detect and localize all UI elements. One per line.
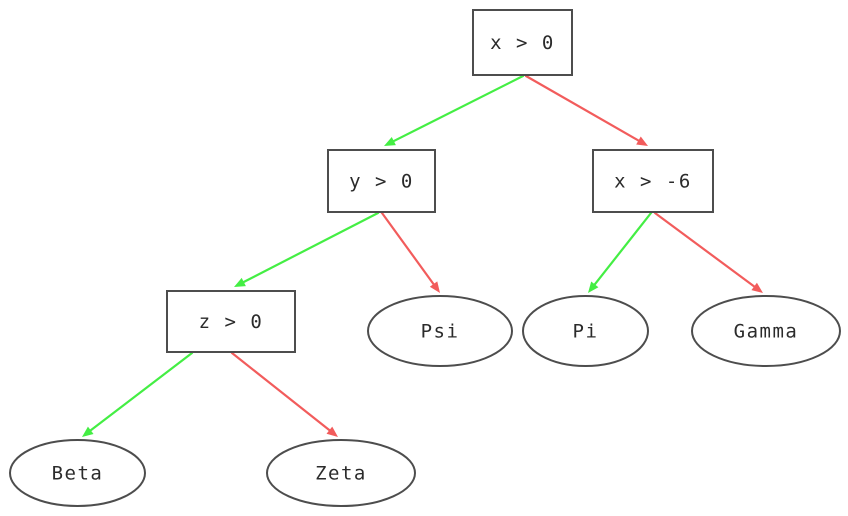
tree-edge-true bbox=[82, 351, 194, 437]
edge-arrowhead bbox=[636, 136, 648, 146]
leaf-node-ellipse[interactable] bbox=[522, 295, 649, 367]
decision-node-box[interactable] bbox=[472, 9, 573, 76]
tree-node-x_gt_neg6[interactable]: x > -6 bbox=[592, 149, 714, 213]
edge-line bbox=[88, 351, 194, 433]
edge-line bbox=[390, 74, 525, 144]
tree-edge-false bbox=[524, 74, 648, 146]
tree-node-y_gt_0[interactable]: y > 0 bbox=[327, 149, 436, 213]
leaf-node-ellipse[interactable] bbox=[9, 439, 146, 507]
decision-node-box[interactable] bbox=[327, 149, 436, 213]
edge-arrowhead bbox=[751, 282, 763, 293]
node-label: Zeta bbox=[315, 463, 367, 485]
tree-node-root[interactable]: x > 0 bbox=[472, 9, 573, 76]
node-label: x > 0 bbox=[490, 32, 555, 54]
tree-node-zeta[interactable]: Zeta bbox=[266, 439, 416, 507]
tree-node-psi[interactable]: Psi bbox=[367, 295, 513, 367]
edge-arrowhead bbox=[234, 277, 246, 287]
edge-arrowhead bbox=[429, 281, 440, 293]
node-label: Pi bbox=[573, 321, 599, 343]
tree-node-gamma[interactable]: Gamma bbox=[691, 295, 841, 367]
node-label: Gamma bbox=[734, 321, 799, 343]
tree-edge-true bbox=[384, 74, 525, 146]
node-label: z > 0 bbox=[199, 311, 264, 333]
node-label: Psi bbox=[421, 321, 460, 343]
tree-node-z_gt_0[interactable]: z > 0 bbox=[166, 290, 296, 353]
tree-edge-false bbox=[380, 211, 440, 293]
leaf-node-ellipse[interactable] bbox=[266, 439, 416, 507]
edge-line bbox=[240, 211, 380, 284]
tree-edge-true bbox=[234, 211, 380, 287]
node-label: x > -6 bbox=[614, 171, 692, 193]
tree-edge-false bbox=[230, 351, 338, 437]
edge-line bbox=[524, 74, 642, 143]
tree-edge-false bbox=[653, 211, 763, 293]
edge-arrowhead bbox=[384, 136, 396, 146]
node-label: Beta bbox=[52, 463, 104, 485]
leaf-node-ellipse[interactable] bbox=[691, 295, 841, 367]
tree-node-beta[interactable]: Beta bbox=[9, 439, 146, 507]
edge-arrowhead bbox=[588, 281, 599, 293]
leaf-node-ellipse[interactable] bbox=[367, 295, 513, 367]
decision-node-box[interactable] bbox=[592, 149, 714, 213]
decision-node-box[interactable] bbox=[166, 290, 296, 353]
edges-layer bbox=[82, 74, 763, 437]
edge-line bbox=[380, 211, 436, 287]
tree-edge-true bbox=[588, 211, 653, 293]
edge-line bbox=[230, 351, 333, 433]
edge-arrowhead bbox=[326, 426, 338, 437]
edge-arrowhead bbox=[82, 426, 94, 437]
node-label: y > 0 bbox=[349, 171, 414, 193]
edge-line bbox=[653, 211, 757, 289]
tree-node-pi[interactable]: Pi bbox=[522, 295, 649, 367]
edge-line bbox=[592, 211, 653, 288]
